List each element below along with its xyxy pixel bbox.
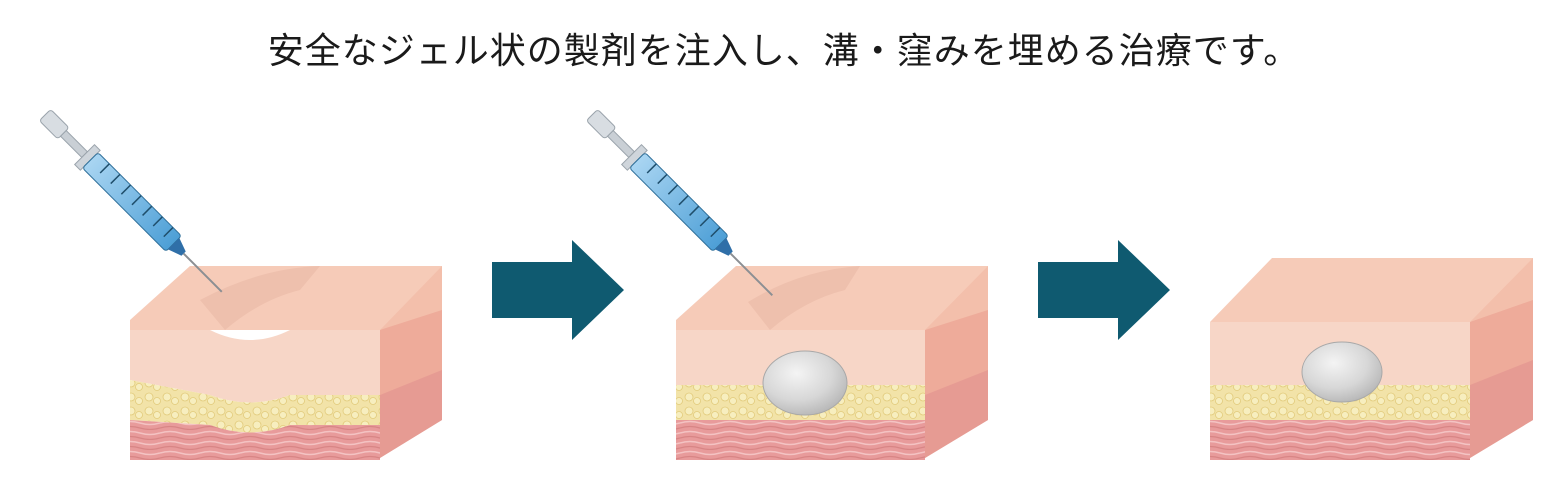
panel-2-gel-injected xyxy=(587,110,988,460)
skin-block-1 xyxy=(130,266,442,460)
syringe-icon xyxy=(587,110,774,297)
arrow-right-icon xyxy=(1038,240,1170,340)
diagram-caption: 安全なジェル状の製剤を注入し、溝・窪みを埋める治療です。 xyxy=(267,31,1301,72)
skin-block-2 xyxy=(676,266,988,460)
gel-filler-icon xyxy=(1301,341,1383,403)
skin-block-3 xyxy=(1210,258,1533,460)
gel-filler-icon xyxy=(762,350,848,416)
syringe-icon xyxy=(40,110,223,293)
panel-1-injection-start xyxy=(40,110,442,460)
panel-3-filled-result xyxy=(1210,258,1533,460)
arrow-right-icon xyxy=(492,240,624,340)
